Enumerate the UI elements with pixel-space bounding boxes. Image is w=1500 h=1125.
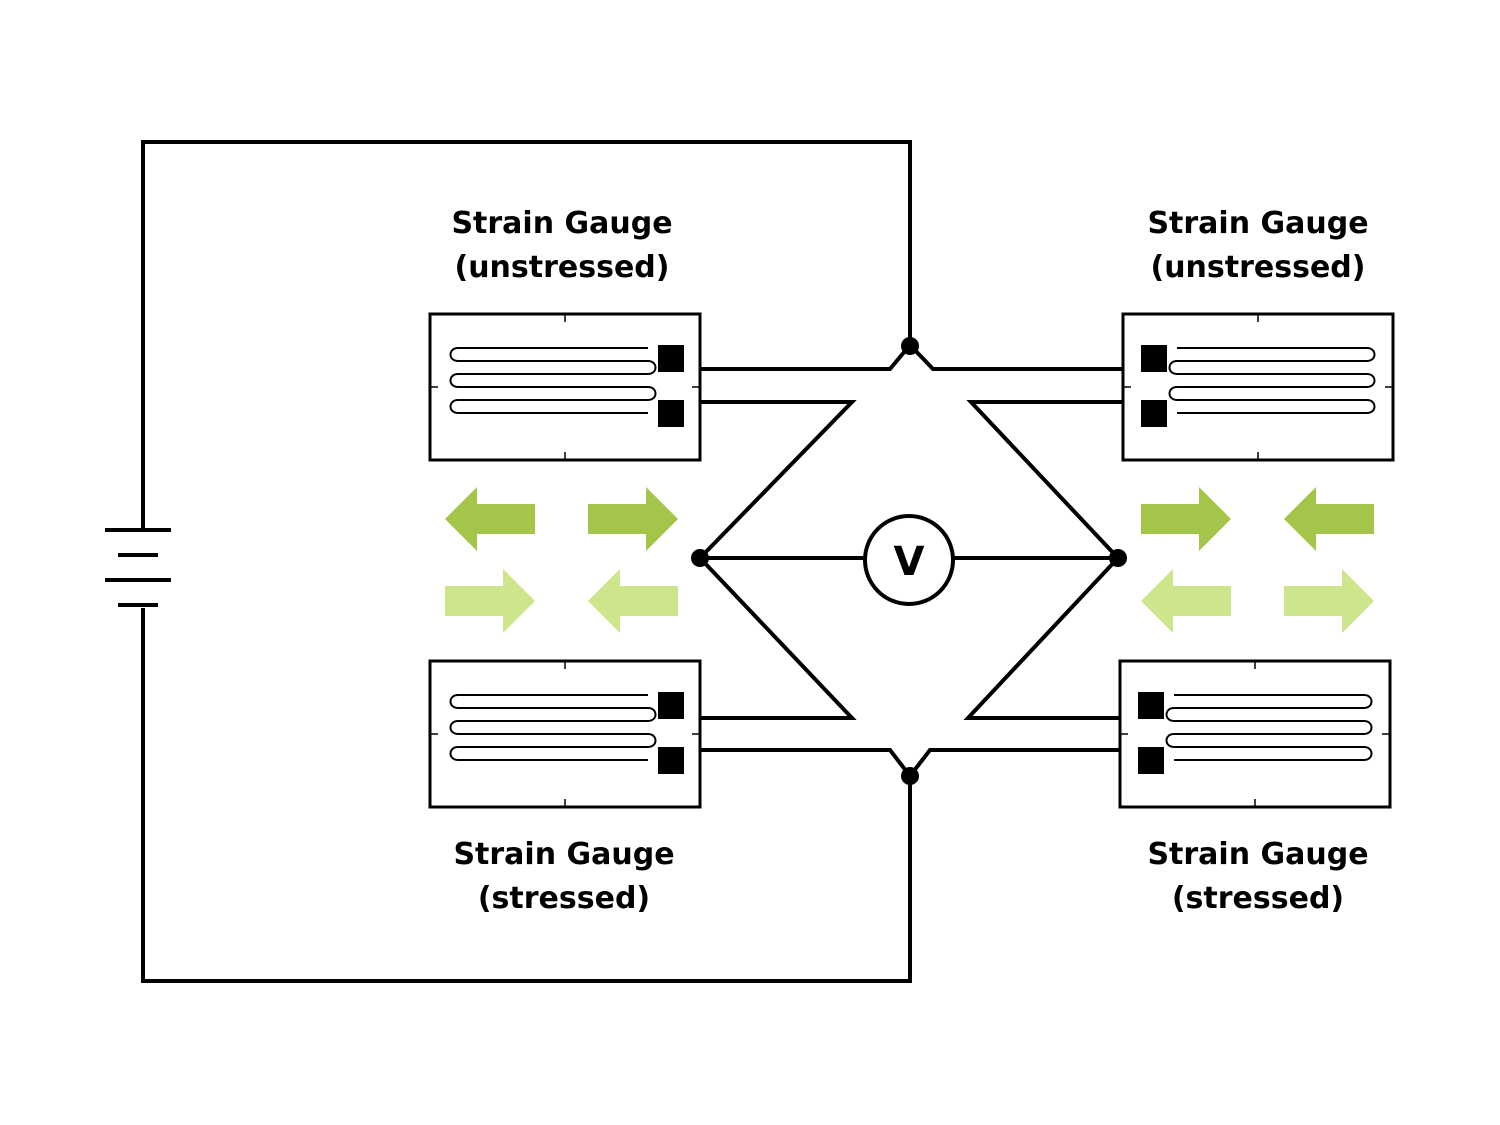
bridge-wire-right-lower <box>963 556 1140 720</box>
gauge-label-title: Strain Gauge <box>1147 206 1369 241</box>
gauge-grid <box>449 347 657 414</box>
gauge-pad <box>1141 400 1167 427</box>
tension-arrow-icon <box>588 487 678 551</box>
gauge-label-state: (stressed) <box>1171 881 1345 916</box>
compression-arrow-icon <box>588 569 678 633</box>
gauge-grid <box>449 694 657 761</box>
strain-gauge-icon <box>428 659 702 809</box>
gauge-pad <box>1141 345 1167 372</box>
junction-node-top <box>901 337 919 355</box>
gauge-pad <box>658 692 684 719</box>
gauge-grid <box>1165 694 1373 761</box>
voltmeter-symbol: V <box>894 539 925 585</box>
gauge-label-state: (stressed) <box>477 881 651 916</box>
outer-circuit-wire-bottom <box>141 608 912 983</box>
gauge-label-top-left: Strain Gauge (unstressed) <box>412 202 712 290</box>
gauge-label-bottom-right: Strain Gauge (stressed) <box>1108 833 1408 921</box>
gauge-pad <box>658 345 684 372</box>
gauge-grid <box>1168 347 1376 414</box>
gauge-label-top-right: Strain Gauge (unstressed) <box>1108 202 1408 290</box>
strain-gauge-icon <box>1118 659 1392 809</box>
junction-node-bottom <box>901 767 919 785</box>
gauge-label-state: (unstressed) <box>454 250 670 285</box>
bridge-wire-left-lower <box>683 556 857 720</box>
junction-node-left <box>691 549 709 567</box>
bridge-wire-left-upper <box>683 400 857 560</box>
bridge-wire-right-upper <box>966 400 1142 560</box>
compression-arrow-icon <box>1284 487 1374 551</box>
junction-node-right <box>1109 549 1127 567</box>
force-arrows <box>445 487 1374 633</box>
gauge-label-state: (unstressed) <box>1150 250 1366 285</box>
voltmeter-icon: V <box>863 514 955 606</box>
gauge-pad <box>1138 692 1164 719</box>
battery-icon <box>105 528 171 607</box>
gauge-pad <box>658 400 684 427</box>
strain-gauge-icon <box>1121 312 1395 462</box>
gauge-pad <box>658 747 684 774</box>
strain-gauge-icon <box>428 312 702 462</box>
gauge-pad <box>1138 747 1164 774</box>
gauge-label-title: Strain Gauge <box>453 837 675 872</box>
tension-arrow-icon <box>1141 487 1231 551</box>
gauge-label-title: Strain Gauge <box>1147 837 1369 872</box>
compression-arrow-icon <box>445 487 535 551</box>
outer-circuit-wire <box>141 140 912 530</box>
gauge-label-title: Strain Gauge <box>451 206 673 241</box>
tension-arrow-icon <box>1284 569 1374 633</box>
tension-arrow-icon <box>445 569 535 633</box>
compression-arrow-icon <box>1141 569 1231 633</box>
gauge-label-bottom-left: Strain Gauge (stressed) <box>414 833 714 921</box>
